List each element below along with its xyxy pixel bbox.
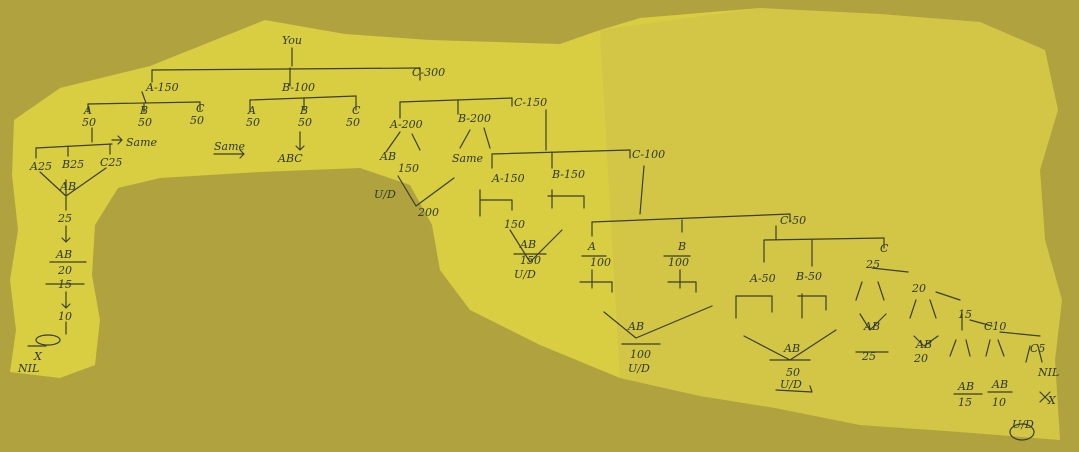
node-c5: C5 xyxy=(1030,342,1045,355)
node-ab-2: AB xyxy=(55,248,72,261)
note-ud-2: U/D xyxy=(514,268,536,281)
node-a-split-b: B xyxy=(139,104,148,117)
node-c-300: C-300 xyxy=(412,66,445,79)
node-150-a: 150 xyxy=(398,162,419,175)
note-same-2: Same xyxy=(214,140,246,153)
node-100-c: 100 xyxy=(630,348,651,361)
node-x-2: X xyxy=(1047,394,1057,407)
node-ab-10: AB xyxy=(991,378,1008,391)
node-10-b: 10 xyxy=(992,396,1006,409)
node-100-a: 100 xyxy=(590,256,611,269)
node-15-c: 15 xyxy=(958,396,972,409)
node-a-150-b: A-150 xyxy=(491,172,525,185)
node-20-c: 20 xyxy=(913,352,928,365)
node-a25: A25 xyxy=(29,160,52,173)
node-c10: C10 xyxy=(984,320,1006,333)
node-a-split-b-val: 50 xyxy=(138,116,152,129)
node-ab-4: AB xyxy=(519,238,536,251)
node-b-split-b: B xyxy=(299,104,308,117)
note-ud-1: U/D xyxy=(374,188,396,201)
node-10: 10 xyxy=(58,310,72,323)
node-20: 20 xyxy=(57,264,72,277)
node-ab-7: AB xyxy=(863,320,880,333)
node-b-150: B-150 xyxy=(551,168,585,181)
node-a-split-a-val: 50 xyxy=(82,116,96,129)
node-ab-1: AB xyxy=(59,180,76,193)
note-same-1: Same xyxy=(126,136,158,149)
node-ab-5: AB xyxy=(627,320,644,333)
root-label: You xyxy=(282,34,302,47)
node-a-50: A-50 xyxy=(749,272,776,285)
node-ab-6: AB xyxy=(783,342,800,355)
node-c-100: C-100 xyxy=(632,148,665,161)
note-nil: NIL xyxy=(17,362,39,375)
node-a-200: A-200 xyxy=(389,118,423,131)
node-a-split-c-val: 50 xyxy=(190,114,204,127)
node-b-100: B-100 xyxy=(281,81,315,94)
node-b-split-a-val: 50 xyxy=(246,116,260,129)
node-a-split-c: C xyxy=(196,102,205,115)
node-a-split-a: A xyxy=(83,104,92,117)
node-b-50: B-50 xyxy=(795,270,822,283)
node-a-150: A-150 xyxy=(145,81,179,94)
node-15-b: 15 xyxy=(958,308,972,321)
node-150-c: 150 xyxy=(520,254,541,267)
node-b-split-a: A xyxy=(247,104,256,117)
note-ud-3: U/D xyxy=(628,362,650,375)
node-b-200: B-200 xyxy=(457,112,491,125)
note-same-c: Same xyxy=(452,152,484,165)
node-150-b: 150 xyxy=(504,218,525,231)
node-20-b: 20 xyxy=(911,282,926,295)
node-x: X xyxy=(33,350,43,363)
note-nil-2: NIL xyxy=(1037,366,1059,379)
node-b-split-b-val: 50 xyxy=(298,116,312,129)
node-50: 50 xyxy=(786,366,800,379)
node-25-b: 25 xyxy=(865,258,880,271)
paper-shading xyxy=(600,8,1062,440)
node-ab-3: AB xyxy=(379,150,396,163)
note-abc: ABC xyxy=(277,152,303,165)
node-b-split-c-val: 50 xyxy=(346,116,360,129)
node-c-50: C-50 xyxy=(780,214,806,227)
node-ab-9: AB xyxy=(957,380,974,393)
node-25: 25 xyxy=(57,212,72,225)
node-c-c: C xyxy=(880,242,889,255)
node-c25: C25 xyxy=(100,156,122,169)
node-15: 15 xyxy=(58,278,72,291)
node-a-100: A xyxy=(587,240,596,253)
tree-edges xyxy=(27,47,1051,441)
node-b-split-c: C xyxy=(352,104,361,117)
node-c-150: C-150 xyxy=(514,96,547,109)
note-ud-4: U/D xyxy=(780,378,802,391)
note-ud-5: U/D xyxy=(1012,418,1034,431)
node-200: 200 xyxy=(417,206,439,219)
node-ab-8: AB xyxy=(915,338,932,351)
node-100-b: 100 xyxy=(668,256,689,269)
node-25-c: 25 xyxy=(861,350,876,363)
node-b25: B25 xyxy=(61,158,84,171)
node-b-100-b: B xyxy=(677,240,686,253)
